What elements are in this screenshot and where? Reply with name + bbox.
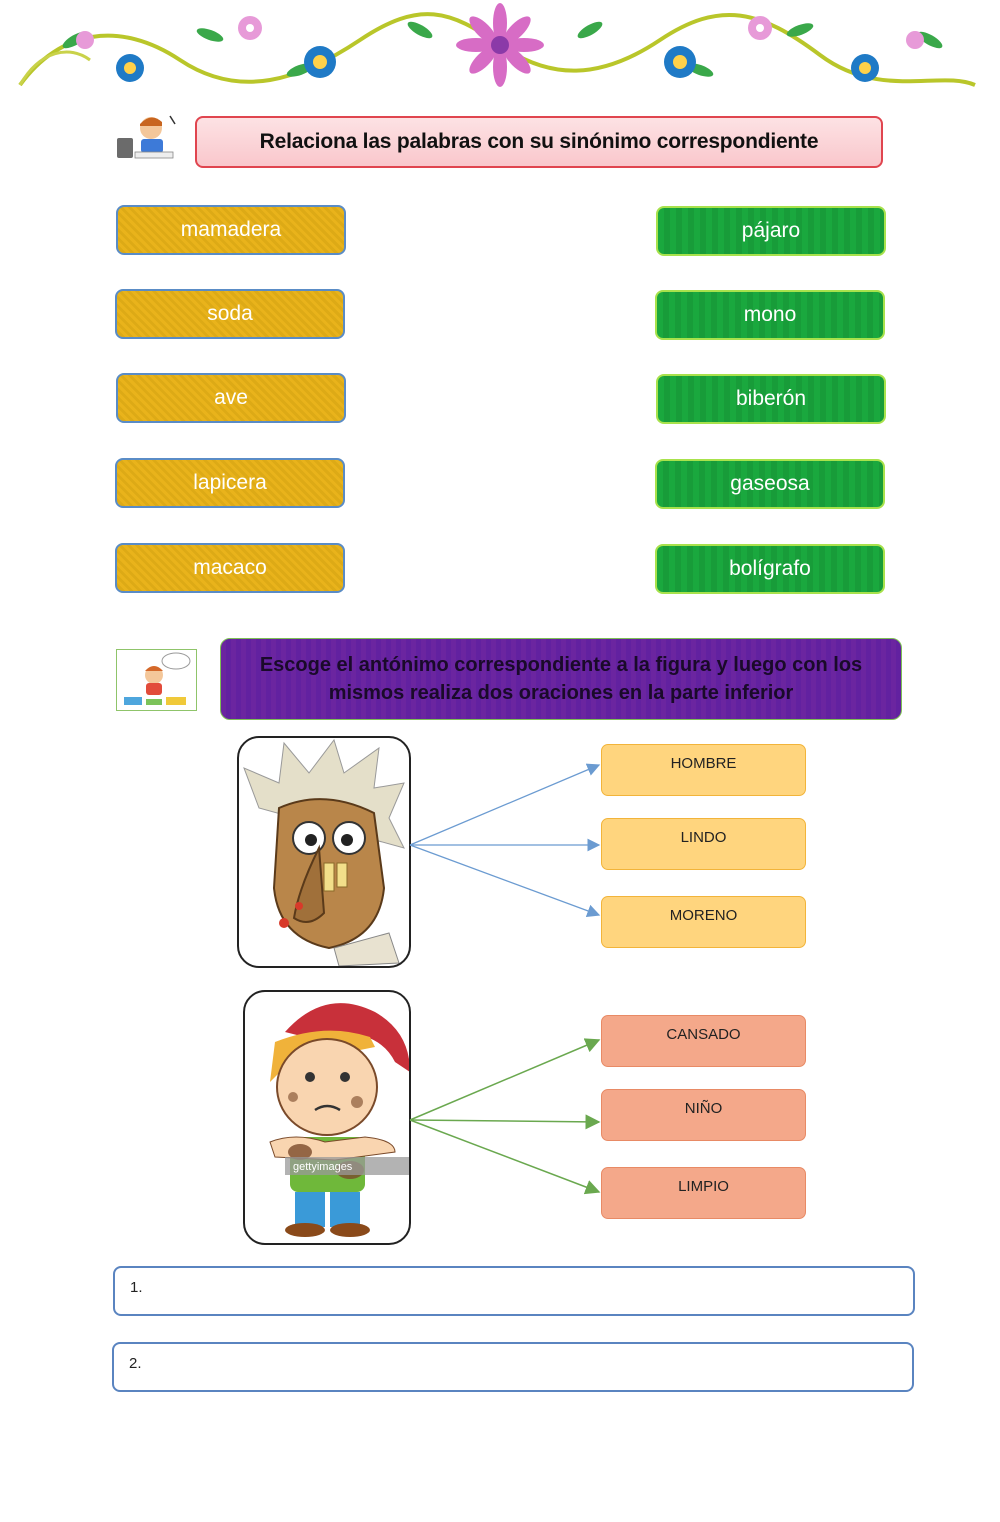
floral-border [18,3,976,87]
word-boligrafo[interactable]: bolígrafo [655,544,885,594]
word-biberon[interactable]: biberón [656,374,886,424]
gettyimages-watermark: gettyimages [293,1161,353,1173]
arrow-to-nino [409,1114,601,1130]
option-moreno[interactable]: MORENO [601,896,806,948]
old-man-illustration [243,738,405,966]
word-mono[interactable]: mono [655,290,885,340]
arrow-to-cansado [409,1038,601,1121]
child-thinking-icon [116,649,197,711]
answer-label-1: 1. [130,1279,143,1296]
answer-label-2: 2. [129,1355,142,1372]
word-pajaro[interactable]: pájaro [656,206,886,256]
old-man-picture [237,736,411,968]
word-ave[interactable]: ave [116,373,346,423]
section1-title: Relaciona las palabras con su sinónimo c… [195,116,883,168]
option-cansado[interactable]: CANSADO [601,1015,806,1067]
word-soda[interactable]: soda [115,289,345,339]
option-hombre[interactable]: HOMBRE [601,744,806,796]
word-macaco[interactable]: macaco [115,543,345,593]
section2-title: Escoge el antónimo correspondiente a la … [220,638,902,720]
word-lapicera[interactable]: lapicera [115,458,345,508]
arrow-to-limpio [409,1119,601,1195]
student-writing-icon [117,115,176,159]
option-limpio[interactable]: LIMPIO [601,1167,806,1219]
option-nino[interactable]: NIÑO [601,1089,806,1141]
option-lindo[interactable]: LINDO [601,818,806,870]
word-mamadera[interactable]: mamadera [116,205,346,255]
arrow-to-moreno [409,844,601,918]
dirty-boy-picture: gettyimages [243,990,411,1245]
answer-field-1[interactable]: 1. [113,1266,915,1316]
arrow-to-hombre [409,763,601,846]
dirty-boy-illustration: gettyimages [269,1003,409,1237]
word-gaseosa[interactable]: gaseosa [655,459,885,509]
answer-field-2[interactable]: 2. [112,1342,914,1392]
